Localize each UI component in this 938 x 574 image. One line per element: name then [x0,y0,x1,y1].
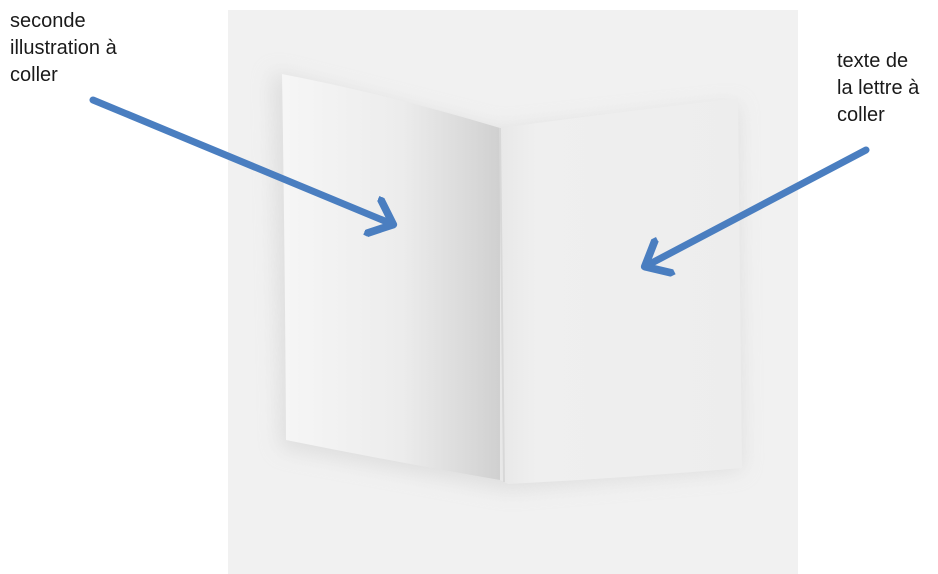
card-left-page [282,74,500,480]
card-right-page [500,98,742,484]
label-second-illustration: seconde illustration à coller [10,8,160,89]
label-letter-text: texte de la lettre à coller [837,48,937,129]
